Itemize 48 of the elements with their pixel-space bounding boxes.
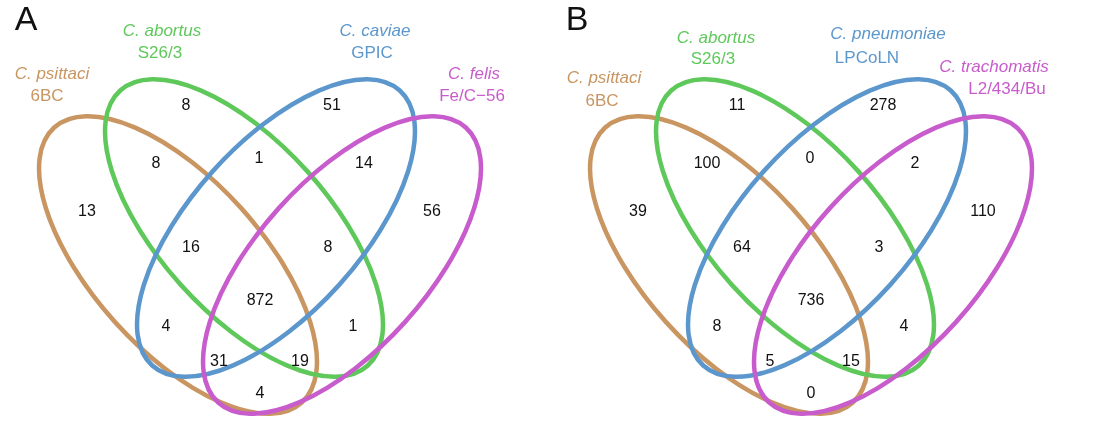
strain-label: S26/3 (137, 43, 183, 61)
strain-label: Fe/C−56 (439, 86, 505, 104)
strain-label: 6BC (585, 91, 619, 109)
count-label: 2 (910, 155, 920, 171)
species-label: C. caviae (339, 21, 411, 39)
strain-label: LPCoLN (834, 48, 900, 66)
count-label: 1 (254, 150, 264, 166)
count-label: 51 (323, 97, 341, 113)
species-label: C. psittaci (14, 64, 90, 82)
count-label: 3 (874, 239, 884, 255)
count-label: 0 (805, 150, 815, 166)
count-label: 278 (869, 97, 897, 113)
strain-label: L2/434/Bu (968, 79, 1046, 97)
count-label: 13 (78, 203, 96, 219)
panel-letter: A (14, 1, 38, 35)
count-label: 39 (629, 203, 647, 219)
count-label: 0 (806, 385, 816, 401)
count-label: 110 (970, 203, 996, 219)
count-label: 15 (842, 353, 860, 369)
species-label: C. psittaci (566, 68, 642, 86)
count-label: 8 (323, 239, 333, 255)
count-label: 8 (151, 155, 161, 171)
species-label: C. trachomatis (939, 57, 1049, 75)
count-label: 31 (210, 353, 228, 369)
species-label: C. abortus (676, 28, 756, 46)
strain-label: S26/3 (690, 49, 736, 67)
species-label: C. abortus (122, 21, 202, 39)
count-label: 4 (255, 385, 265, 401)
count-label: 8 (181, 97, 191, 113)
count-label: 64 (733, 239, 751, 255)
count-label: 11 (728, 97, 746, 113)
count-label: 736 (797, 292, 825, 308)
species-label: C. pneumoniae (830, 24, 946, 42)
panel-letter: B (565, 1, 589, 35)
count-label: 4 (161, 318, 171, 334)
count-label: 872 (246, 292, 274, 308)
count-label: 5 (765, 353, 775, 369)
count-label: 16 (182, 239, 200, 255)
count-label: 100 (693, 155, 721, 171)
count-label: 4 (899, 318, 909, 334)
count-label: 8 (712, 318, 722, 334)
count-label: 56 (423, 203, 441, 219)
count-label: 19 (291, 353, 309, 369)
count-label: 14 (355, 155, 373, 171)
species-label: C. felis (448, 64, 500, 82)
strain-label: 6BC (30, 86, 64, 104)
strain-label: GPIC (351, 43, 393, 61)
count-label: 1 (348, 318, 358, 334)
